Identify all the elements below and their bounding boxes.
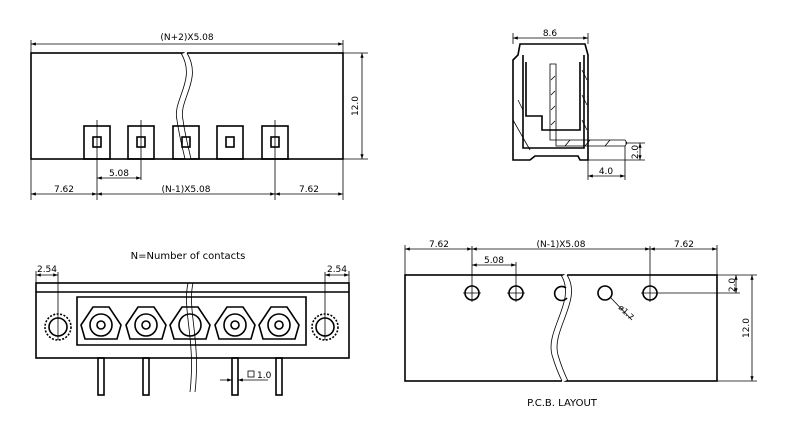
pcb-hole-offset-dim: 2.0 xyxy=(728,278,738,293)
depth-dim: 8.6 xyxy=(543,29,558,39)
pcb-left-margin-dim: 7.62 xyxy=(429,240,449,250)
top-view: (N+2)X5.08 12.0 5.08 7.62 (N-1)X5.08 7.6… xyxy=(30,33,368,200)
pcb-layout: ø1.7 7.62 (N-1)X5.08 7.62 5.08 2.0 12.0 … xyxy=(404,240,757,409)
pcb-layout-title: P.C.B. LAYOUT xyxy=(527,398,598,409)
hole-diameter-dim: ø1.7 xyxy=(617,303,636,322)
pitch-dim: 5.08 xyxy=(109,169,129,179)
overall-width-dim: (N+2)X5.08 xyxy=(160,33,214,43)
pcb-right-margin-dim: 7.62 xyxy=(674,240,694,250)
right-flange-dim: 2.54 xyxy=(327,265,347,275)
height-dim: 12.0 xyxy=(351,96,361,116)
pin-length-dim: 4.0 xyxy=(599,167,614,177)
left-flange-dim: 2.54 xyxy=(37,265,57,275)
left-margin-dim: 7.62 xyxy=(54,185,74,195)
right-margin-dim: 7.62 xyxy=(299,185,319,195)
pin-size-dim: 1.0 xyxy=(257,371,272,381)
side-view: 8.6 2.0 4.0 xyxy=(512,29,645,180)
square-pin-icon xyxy=(247,370,255,378)
span-dim: (N-1)X5.08 xyxy=(162,185,211,195)
holes xyxy=(463,246,659,302)
pcb-pitch-dim: 5.08 xyxy=(484,256,504,266)
contacts xyxy=(80,306,300,396)
mount-right xyxy=(311,272,339,341)
mount-left xyxy=(44,272,72,341)
front-view: N=Number of contacts 2.54 2.54 1.0 xyxy=(35,251,350,396)
pin-offset-dim: 2.0 xyxy=(631,145,641,160)
pcb-height-dim: 12.0 xyxy=(742,318,752,338)
pcb-span-dim: (N-1)X5.08 xyxy=(537,240,586,250)
contacts-note: N=Number of contacts xyxy=(131,251,246,262)
